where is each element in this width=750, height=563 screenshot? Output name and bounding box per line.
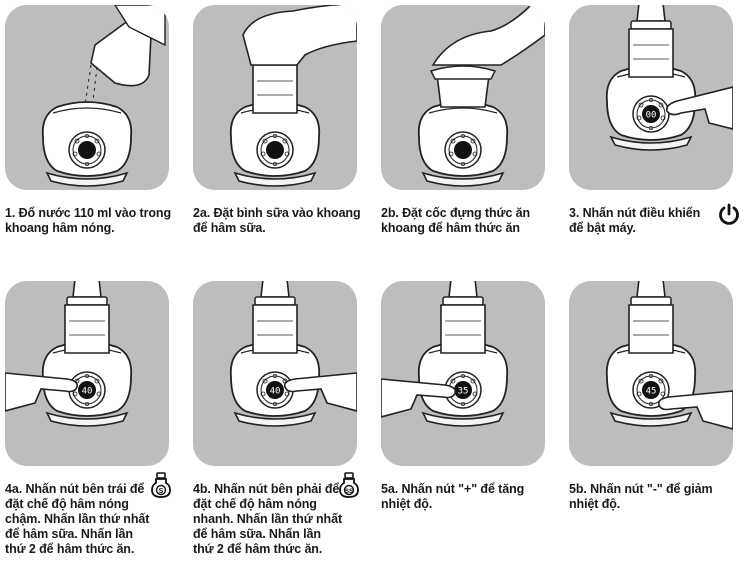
step-3: 00 3. Nhấn nút điều khiển để bật máy. — [569, 5, 739, 235]
step-4b-display: 40 — [270, 387, 281, 397]
step-1: 1. Đổ nước 110 ml vào trong khoang hâm n… — [5, 5, 175, 235]
step-2b-caption: 2b. Đặt cốc đựng thức ăn khoang để hâm t… — [381, 206, 531, 235]
step-4b: 40 4b. Nhấn nút bên phải để đặt chế độ h… — [193, 281, 363, 556]
step-2a: 2a. Đặt bình sữa vào khoang để hâm sữa. — [193, 5, 363, 235]
step-4b-caption: 4b. Nhấn nút bên phải để đặt chế độ hâm … — [193, 482, 343, 556]
step-5b: 45 5b. Nhấn nút "-" để giảm nhiệt độ. — [569, 281, 739, 511]
step-3-illustration: 00 — [569, 5, 733, 190]
step-5b-display: 45 — [646, 387, 657, 397]
slow-heat-icon: S — [151, 472, 171, 498]
step-4a-display: 40 — [82, 387, 93, 397]
step-4a-caption: 4a. Nhấn nút bên trái để đặt chế độ hâm … — [5, 482, 150, 556]
step-4a: 40 4a. Nhấn nút bên trái để đặt chế độ h… — [5, 281, 175, 556]
step-2b-illustration — [381, 5, 545, 190]
step-1-caption: 1. Đổ nước 110 ml vào trong khoang hâm n… — [5, 206, 171, 235]
svg-text:S: S — [159, 488, 164, 495]
fast-heat-icon: SS — [339, 472, 359, 498]
step-5b-caption: 5b. Nhấn nút "-" để giảm nhiệt độ. — [569, 482, 713, 511]
step-5b-illustration: 45 — [569, 281, 733, 466]
step-4a-illustration: 40 — [5, 281, 169, 466]
step-5a-illustration: 35 — [381, 281, 545, 466]
power-icon — [719, 203, 739, 225]
step-2a-caption: 2a. Đặt bình sữa vào khoang để hâm sữa. — [193, 206, 361, 235]
step-1-illustration — [5, 5, 169, 190]
step-2b: 2b. Đặt cốc đựng thức ăn khoang để hâm t… — [381, 5, 551, 235]
svg-text:SS: SS — [345, 489, 353, 495]
step-4b-illustration: 40 — [193, 281, 357, 466]
step-5a-display: 35 — [458, 387, 469, 397]
step-2a-illustration — [193, 5, 357, 190]
step-5a: 35 5a. Nhấn nút "+" để tăng nhiệt độ. — [381, 281, 551, 511]
step-3-display: 00 — [646, 111, 657, 121]
step-5a-caption: 5a. Nhấn nút "+" để tăng nhiệt độ. — [381, 482, 525, 511]
step-3-caption: 3. Nhấn nút điều khiển để bật máy. — [569, 206, 701, 235]
